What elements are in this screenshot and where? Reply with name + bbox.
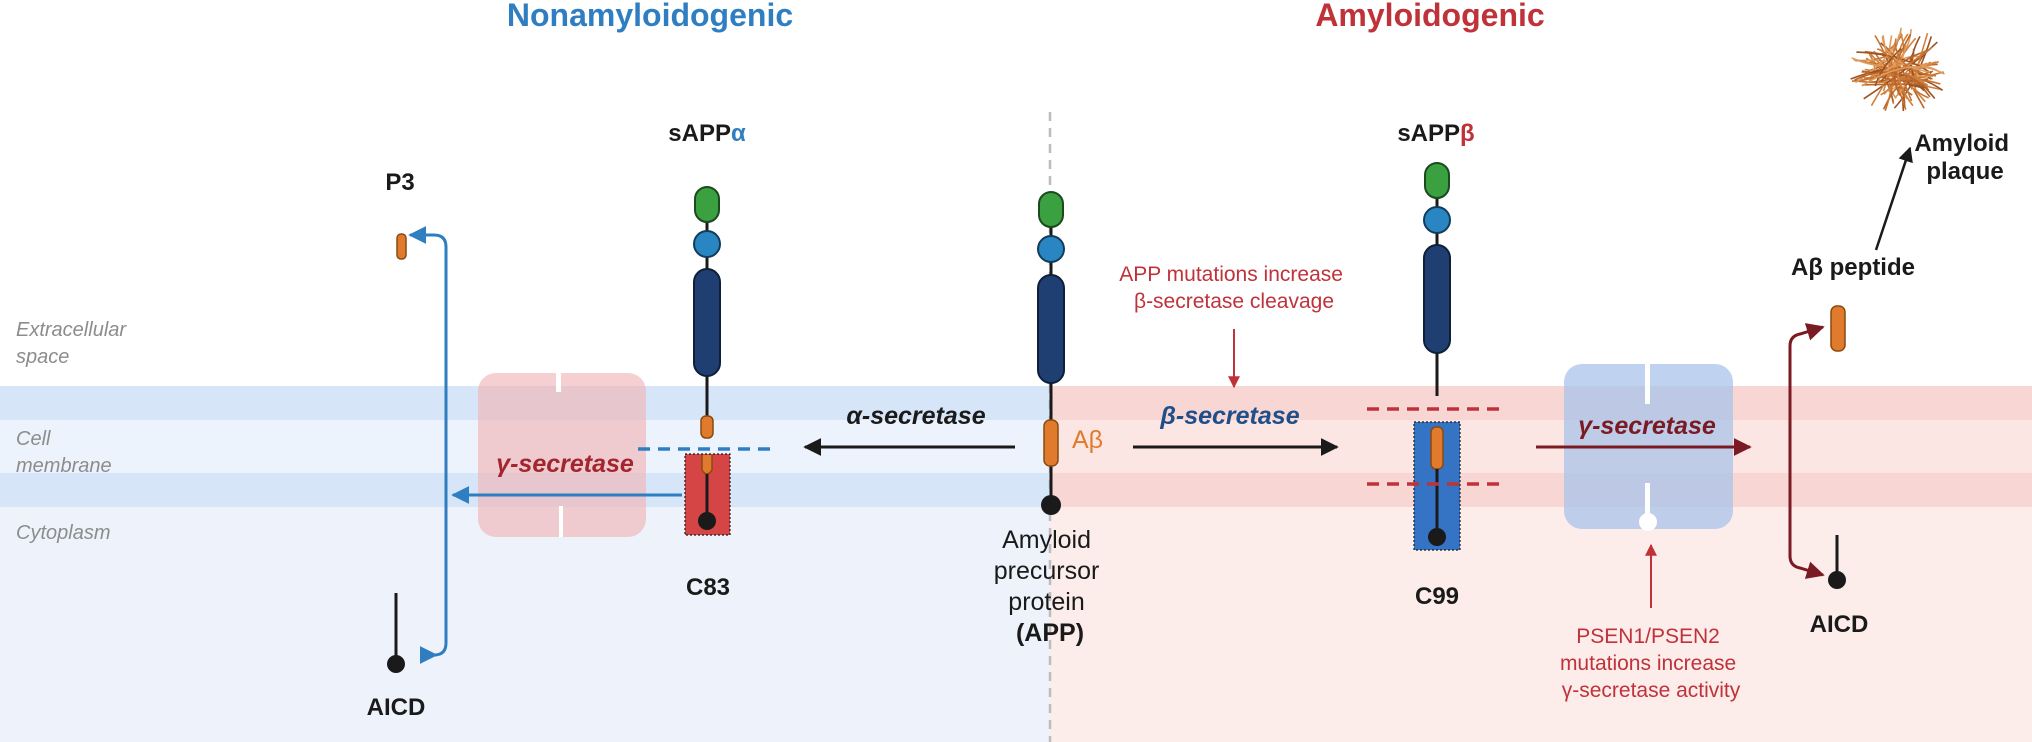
aicd-right-bead bbox=[1828, 571, 1846, 589]
gamma-secretase-left-notch-bottom bbox=[559, 506, 563, 537]
c83-label: C83 bbox=[686, 574, 730, 601]
extracellular-label: Extracellular space bbox=[16, 319, 132, 368]
sappb-label-greek: β bbox=[1460, 120, 1475, 147]
sappa-navy-domain bbox=[693, 268, 721, 377]
aicd-release-arrow-left bbox=[419, 495, 448, 664]
gamma-secretase-right-active-site bbox=[1639, 513, 1657, 531]
amyloid-plaque-label-line2: plaque bbox=[1926, 158, 2003, 185]
amyloid-plaque-cluster bbox=[1850, 27, 1945, 112]
gamma-secretase-right-notch-top bbox=[1645, 364, 1650, 404]
alpha-secretase-label: α-secretase bbox=[846, 402, 985, 430]
extracellular-label-line1: Extracellular bbox=[16, 319, 127, 341]
cytoplasm-background-left bbox=[0, 505, 1050, 742]
sappa-green-domain bbox=[694, 186, 720, 223]
aicd-left-label: AICD bbox=[367, 694, 426, 721]
app-mutations-note-line1: APP mutations increase bbox=[1119, 263, 1343, 286]
plaque-fibril bbox=[1854, 71, 1930, 91]
aicd-right-label: AICD bbox=[1810, 611, 1869, 638]
abeta-release-arrow bbox=[1788, 323, 1825, 500]
c99-fragment bbox=[1413, 421, 1461, 551]
app-abeta-domain bbox=[1043, 419, 1059, 467]
psen-mutations-note: PSEN1/PSEN2 mutations increase γ-secreta… bbox=[1560, 625, 1742, 702]
plaque-fibril bbox=[1861, 66, 1945, 87]
sappb-green-domain bbox=[1424, 162, 1450, 199]
p3-label: P3 bbox=[385, 169, 414, 196]
plaque-fibril bbox=[1887, 78, 1941, 89]
cell-membrane-label-line1: Cell bbox=[16, 428, 51, 450]
c99-abeta-domain bbox=[1430, 426, 1444, 470]
app-label: Amyloid precursor protein (APP) bbox=[994, 526, 1107, 647]
abeta-peptide-label: Aβ peptide bbox=[1791, 254, 1915, 281]
membrane-band-upper-right bbox=[1050, 386, 2032, 420]
plaque-fibril bbox=[1862, 69, 1929, 83]
psen-mutations-note-line3: γ-secretase activity bbox=[1562, 679, 1741, 702]
sappb-navy-domain bbox=[1423, 244, 1451, 354]
plaque-fibril bbox=[1851, 29, 1912, 67]
amyloidogenic-header: Amyloidogenic bbox=[1315, 0, 1544, 33]
c99-label: C99 bbox=[1415, 583, 1459, 610]
nonamyloidogenic-header: Nonamyloidogenic bbox=[507, 0, 793, 33]
gamma-secretase-left-label: γ-secretase bbox=[496, 450, 634, 478]
membrane-band-lower-right bbox=[1050, 473, 2032, 507]
app-green-domain bbox=[1038, 191, 1064, 228]
plaque-fibril bbox=[1856, 51, 1932, 74]
sappa-abeta-fragment bbox=[700, 415, 714, 439]
plaque-formation-arrow bbox=[1874, 146, 1913, 251]
cell-membrane-label: Cell membrane bbox=[16, 428, 112, 477]
plaque-fibril bbox=[1862, 83, 1927, 86]
p3-release-arrow bbox=[408, 226, 448, 495]
c83-stub bbox=[701, 455, 713, 475]
psen-mutations-note-line1: PSEN1/PSEN2 bbox=[1576, 625, 1720, 648]
app-navy-domain bbox=[1037, 274, 1065, 384]
c83-bead bbox=[698, 512, 716, 530]
app-label-line3: protein bbox=[1008, 588, 1084, 616]
cytoplasm-background-right bbox=[1050, 505, 2032, 742]
app-protein bbox=[1037, 191, 1065, 515]
sappa-protein bbox=[693, 186, 721, 439]
plaque-fibril bbox=[1877, 48, 1894, 112]
plaque-fibril bbox=[1908, 83, 1928, 89]
app-label-line2: precursor bbox=[994, 557, 1100, 585]
app-label-line1: Amyloid bbox=[1002, 526, 1091, 554]
gamma-secretase-left-notch-top bbox=[556, 373, 561, 392]
c83-fragment bbox=[684, 453, 731, 536]
sappa-label-greek: α bbox=[731, 120, 746, 147]
beta-secretase-label: β-secretase bbox=[1159, 402, 1299, 430]
plaque-fibril bbox=[1904, 72, 1929, 86]
sappa-teal-domain bbox=[693, 230, 721, 258]
app-teal-domain bbox=[1037, 235, 1065, 263]
gamma-secretase-right-label: γ-secretase bbox=[1578, 412, 1716, 440]
aicd-left-bead bbox=[387, 655, 405, 673]
cell-membrane-label-line2: membrane bbox=[16, 455, 112, 477]
plaque-fibril bbox=[1881, 36, 1930, 73]
sappa-label-prefix: sAPP bbox=[668, 120, 731, 147]
p3-fragment bbox=[396, 233, 407, 260]
sappb-teal-domain bbox=[1423, 206, 1451, 234]
app-abeta-marker: Aβ bbox=[1072, 426, 1103, 454]
plaque-fibril bbox=[1894, 42, 1937, 77]
app-label-line4: (APP) bbox=[1016, 619, 1084, 647]
c99-bead bbox=[1428, 528, 1446, 546]
app-bead bbox=[1041, 495, 1061, 515]
amyloid-plaque-label-line1: Amyloid bbox=[1914, 130, 2009, 157]
sappa-label: sAPPα bbox=[668, 120, 746, 147]
gamma-secretase-right-notch-bottom bbox=[1645, 483, 1650, 519]
amyloid-plaque-label: Amyloid plaque bbox=[1914, 130, 2015, 185]
sappb-label: sAPPβ bbox=[1397, 120, 1474, 147]
cytoplasm-label: Cytoplasm bbox=[16, 522, 110, 544]
sappb-label-prefix: sAPP bbox=[1397, 120, 1460, 147]
abeta-peptide-fragment bbox=[1830, 305, 1846, 352]
extracellular-label-line2: space bbox=[16, 346, 69, 368]
aicd-release-arrow-right bbox=[1788, 500, 1825, 579]
app-mutations-note-line2: β-secretase cleavage bbox=[1134, 290, 1334, 313]
app-mutations-note: APP mutations increase β-secretase cleav… bbox=[1119, 263, 1349, 313]
sappb-protein bbox=[1423, 162, 1451, 396]
psen-mutations-note-line2: mutations increase bbox=[1560, 652, 1736, 675]
